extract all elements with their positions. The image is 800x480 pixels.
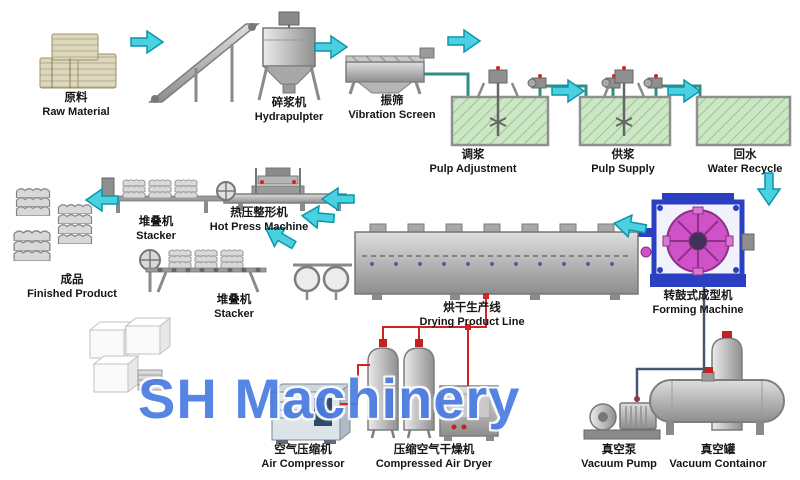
label-hydrapulpter: 碎浆机 Hydrapulpter	[255, 97, 323, 124]
label-pulp-adjustment-en: Pulp Adjustment	[429, 162, 517, 175]
stacker-bottom-graphic	[139, 249, 267, 293]
label-raw-material-en: Raw Material	[42, 105, 110, 118]
raw-material-graphic	[39, 33, 117, 89]
label-forming-machine-en: Forming Machine	[652, 303, 744, 316]
exit-roller	[293, 265, 321, 293]
drying-tunnel	[354, 231, 639, 295]
pump-unit	[527, 74, 547, 89]
label-vibration-screen-zh: 振筛	[380, 95, 404, 107]
agitator-motor	[614, 69, 634, 84]
feeding-conveyor	[147, 23, 261, 103]
forming-base	[650, 274, 746, 287]
flow-arrow-icon	[321, 187, 355, 211]
label-vibration-screen-en: Vibration Screen	[348, 108, 436, 121]
flow-arrow-icon	[757, 172, 781, 206]
air-tank	[367, 347, 399, 431]
label-pulp-adjustment: 调浆 Pulp Adjustment	[430, 149, 517, 176]
label-raw-material: 原料 Raw Material	[42, 92, 109, 119]
air-tank	[403, 347, 435, 431]
label-finished-product-zh: 成品	[60, 274, 84, 286]
horizontal-tank	[649, 379, 785, 423]
hot-press-graphic	[223, 167, 347, 211]
flow-arrow-icon	[130, 30, 164, 54]
finished-product-graphic	[13, 187, 93, 261]
flow-arrow-icon	[447, 29, 481, 53]
label-stacker-bottom-en: Stacker	[214, 307, 254, 320]
pump-unit	[643, 74, 663, 89]
air-dryer-graphic	[367, 339, 499, 441]
label-vacuum-container: 真空罐 Vacuum Containor	[669, 444, 766, 471]
hydrapulpter-graphic	[147, 11, 321, 103]
vibration-screen-graphic	[345, 47, 435, 95]
water-recycle-graphic	[695, 95, 792, 147]
drying-line-graphic	[293, 223, 639, 300]
label-hydrapulpter-en: Hydrapulpter	[254, 110, 324, 123]
pulper-motor	[278, 11, 300, 26]
product-blocks-graphic	[88, 316, 172, 394]
flow-arrow-icon	[667, 79, 701, 103]
label-stacker-top-zh: 堆叠机	[138, 216, 174, 228]
label-vacuum-pump-zh: 真空泵	[601, 444, 637, 456]
label-finished-product: 成品 Finished Product	[27, 274, 117, 301]
label-water-recycle: 回水 Water Recycle	[708, 149, 783, 176]
label-drying-line-en: Drying Product Line	[419, 315, 525, 328]
label-vacuum-pump: 真空泵 Vacuum Pump	[581, 444, 657, 471]
vacuum-pump-graphic	[583, 396, 661, 440]
label-drying-line: 烘干生产线 Drying Product Line	[419, 302, 524, 329]
label-air-dryer-en: Compressed Air Dryer	[375, 457, 493, 470]
air-compressor-graphic	[270, 382, 352, 444]
label-pulp-supply: 供浆 Pulp Supply	[591, 149, 655, 176]
label-air-dryer-zh: 压缩空气干燥机	[393, 444, 475, 456]
label-water-recycle-zh: 回水	[733, 149, 757, 161]
vacuum-pipes	[635, 286, 706, 402]
label-vacuum-container-zh: 真空罐	[700, 444, 736, 456]
label-forming-machine: 转鼓式成型机 Forming Machine	[652, 290, 743, 317]
label-stacker-bottom-zh: 堆叠机	[216, 294, 252, 306]
label-hot-press-en: Hot Press Machine	[209, 220, 309, 233]
label-raw-material-zh: 原料	[64, 92, 88, 104]
pulp-adjustment-graphic	[450, 66, 550, 147]
exit-roller	[322, 265, 350, 293]
pulp-pipes	[424, 72, 702, 96]
label-vacuum-pump-en: Vacuum Pump	[581, 457, 657, 470]
agitator-motor	[488, 69, 508, 84]
label-air-compressor-en: Air Compressor	[261, 457, 345, 470]
label-pulp-supply-zh: 供浆	[611, 149, 635, 161]
label-air-compressor-zh: 空气压缩机	[274, 444, 332, 456]
label-hot-press-zh: 热压整形机	[230, 207, 288, 219]
label-stacker-bottom: 堆叠机 Stacker	[214, 294, 254, 321]
flow-arrow-icon	[314, 35, 348, 59]
label-air-dryer: 压缩空气干燥机 Compressed Air Dryer	[376, 444, 492, 471]
compressor-panel	[314, 398, 332, 426]
label-pulp-adjustment-zh: 调浆	[461, 149, 485, 161]
label-drying-line-zh: 烘干生产线	[443, 302, 501, 314]
label-vacuum-container-en: Vacuum Containor	[669, 457, 767, 470]
vacuum-container-graphic	[649, 331, 785, 435]
pulp-supply-graphic	[578, 66, 672, 147]
label-forming-machine-zh: 转鼓式成型机	[663, 290, 733, 302]
label-water-recycle-en: Water Recycle	[707, 162, 783, 175]
label-hydrapulpter-zh: 碎浆机	[271, 97, 307, 109]
label-stacker-top: 堆叠机 Stacker	[136, 216, 176, 243]
pulper-tank	[262, 27, 316, 67]
label-pulp-supply-en: Pulp Supply	[591, 162, 655, 175]
label-vibration-screen: 振筛 Vibration Screen	[348, 95, 435, 122]
label-air-compressor: 空气压缩机 Air Compressor	[261, 444, 344, 471]
screen-motor	[419, 47, 435, 59]
label-hot-press: 热压整形机 Hot Press Machine	[210, 207, 308, 234]
label-finished-product-en: Finished Product	[27, 287, 117, 300]
label-stacker-top-en: Stacker	[136, 229, 176, 242]
air-pipes	[340, 293, 489, 405]
watermark-text: SH Machinery	[138, 367, 521, 430]
